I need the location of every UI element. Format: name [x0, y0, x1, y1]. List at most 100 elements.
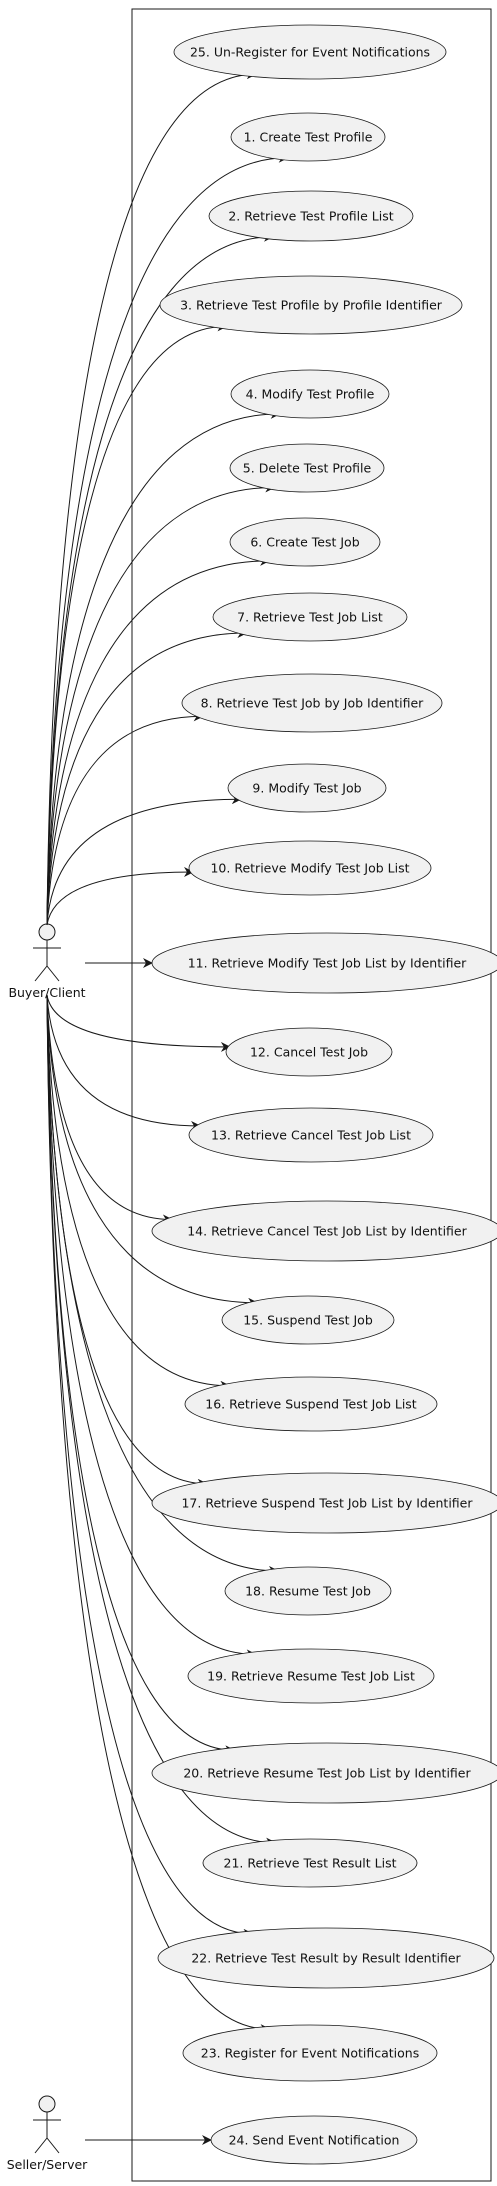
association-arrow-uc20 [46, 994, 236, 1756]
use-case-uc5: 5. Delete Test Profile [229, 443, 385, 493]
use-case-uc7: 7. Retrieve Test Job List [212, 592, 408, 642]
use-case-label: 4. Modify Test Profile [246, 387, 375, 402]
use-case-label: 3. Retrieve Test Profile by Profile Iden… [180, 298, 443, 313]
use-case-ellipse [151, 932, 497, 994]
use-case-uc13: 13. Retrieve Cancel Test Job List [188, 1107, 434, 1163]
use-case-label: 18. Resume Test Job [245, 1584, 371, 1599]
use-case-uc9: 9. Modify Test Job [227, 763, 387, 813]
use-case-ellipse [181, 673, 443, 733]
use-case-label: 17. Retrieve Suspend Test Job List by Id… [181, 1496, 473, 1511]
stick-figure-icon [33, 923, 61, 982]
use-cases: 25. Un-Register for Event Notifications 1… [151, 24, 497, 2165]
use-case-label: 15. Suspend Test Job [243, 1313, 373, 1328]
use-case-ellipse [184, 1376, 438, 1432]
use-case-ellipse [229, 443, 385, 493]
use-case-label: 7. Retrieve Test Job List [237, 610, 383, 625]
association-arrow-uc13 [46, 994, 202, 1131]
use-case-uc4: 4. Modify Test Profile [230, 369, 390, 419]
use-case-ellipse [212, 592, 408, 642]
use-case-uc22: 22. Retrieve Test Result by Result Ident… [157, 1927, 495, 1989]
use-case-uc18: 18. Resume Test Job [224, 1566, 392, 1616]
actor-label: Seller/Server [7, 2157, 88, 2172]
use-case-ellipse [157, 1927, 495, 1989]
actor-label: Buyer/Client [8, 985, 85, 1000]
use-case-uc8: 8. Retrieve Test Job by Job Identifier [181, 673, 443, 733]
association-arrow-uc21 [46, 994, 277, 1848]
use-case-label: 8. Retrieve Test Job by Job Identifier [201, 696, 425, 711]
use-case-uc11: 11. Retrieve Modify Test Job List by Ide… [151, 932, 497, 994]
association-arrow-uc23 [46, 994, 271, 2035]
use-case-label: 14. Retrieve Cancel Test Job List by Ide… [187, 1224, 467, 1239]
association-arrow-uc2 [46, 231, 274, 926]
association-arrow-uc10 [46, 866, 194, 926]
use-case-uc1: 1. Create Test Profile [230, 112, 386, 162]
use-case-label: 21. Retrieve Test Result List [224, 1856, 397, 1871]
association-arrow-uc25 [46, 69, 257, 926]
association-arrow-uc7 [46, 628, 248, 926]
use-case-ellipse [159, 275, 463, 335]
use-case-ellipse [188, 1107, 434, 1163]
association-arrow-uc12 [46, 994, 231, 1052]
use-case-label: 6. Create Test Job [250, 535, 359, 550]
association-arrow-uc16 [46, 994, 231, 1391]
use-case-ellipse [188, 840, 432, 896]
use-case-label: 16. Retrieve Suspend Test Job List [205, 1397, 417, 1412]
use-case-uc16: 16. Retrieve Suspend Test Job List [184, 1376, 438, 1432]
use-case-label: 12. Cancel Test Job [250, 1045, 368, 1060]
use-case-label: 9. Modify Test Job [252, 781, 361, 796]
use-case-ellipse [151, 1472, 497, 1534]
use-case-uc3: 3. Retrieve Test Profile by Profile Iden… [159, 275, 463, 335]
use-case-label: 10. Retrieve Modify Test Job List [210, 861, 409, 876]
use-case-label: 1. Create Test Profile [244, 130, 373, 145]
use-case-ellipse [151, 1742, 497, 1804]
actor-seller: Seller/Server [7, 2095, 88, 2172]
association-arrow-uc18 [46, 994, 279, 1576]
use-case-uc20: 20. Retrieve Resume Test Job List by Ide… [151, 1742, 497, 1804]
use-case-label: 5. Delete Test Profile [243, 461, 372, 476]
use-case-ellipse [227, 763, 387, 813]
associations [46, 69, 289, 2145]
use-case-label: 2. Retrieve Test Profile List [228, 209, 393, 224]
use-case-uc24: 24. Send Event Notification [210, 2115, 418, 2165]
use-case-label: 13. Retrieve Cancel Test Job List [211, 1128, 411, 1143]
use-case-uc25: 25. Un-Register for Event Notifications [173, 24, 447, 80]
use-case-uc15: 15. Suspend Test Job [221, 1295, 395, 1345]
use-case-ellipse [230, 369, 390, 419]
use-case-ellipse [173, 24, 447, 80]
association-arrow-uc19 [46, 994, 257, 1660]
use-case-ellipse [210, 2115, 418, 2165]
association-arrow-uc22 [46, 994, 254, 1939]
use-case-ellipse [229, 517, 381, 567]
use-case-label: 22. Retrieve Test Result by Result Ident… [191, 1951, 461, 1966]
use-case-label: 20. Retrieve Resume Test Job List by Ide… [183, 1766, 471, 1781]
association-arrow-uc3 [46, 321, 228, 926]
association-arrow-uc8 [46, 711, 204, 926]
association-arrow-uc15 [46, 994, 259, 1308]
use-case-uc12: 12. Cancel Test Job [225, 1027, 393, 1077]
use-case-uc14: 14. Retrieve Cancel Test Job List by Ide… [151, 1200, 497, 1262]
association-arrow-uc1 [46, 152, 289, 926]
association-arrow-uc14 [46, 994, 173, 1225]
use-case-label: 25. Un-Register for Event Notifications [190, 45, 430, 60]
stick-figure-icon [33, 2095, 61, 2154]
use-case-ellipse [182, 2024, 438, 2082]
use-case-ellipse [230, 112, 386, 162]
association-arrow-uc5 [46, 482, 276, 926]
association-arrow-uc6 [46, 555, 271, 926]
use-case-uc10: 10. Retrieve Modify Test Job List [188, 840, 432, 896]
use-case-uc6: 6. Create Test Job [229, 517, 381, 567]
use-case-ellipse [187, 1648, 435, 1704]
use-case-uc17: 17. Retrieve Suspend Test Job List by Id… [151, 1472, 497, 1534]
use-case-ellipse [224, 1566, 392, 1616]
use-case-ellipse [208, 190, 414, 242]
use-case-uc19: 19. Retrieve Resume Test Job List [187, 1648, 435, 1704]
use-case-label: 19. Retrieve Resume Test Job List [207, 1669, 415, 1684]
association-arrow-uc4 [46, 408, 281, 926]
use-case-uc21: 21. Retrieve Test Result List [202, 1838, 418, 1888]
use-case-ellipse [225, 1027, 393, 1077]
use-case-uc23: 23. Register for Event Notifications [182, 2024, 438, 2082]
use-case-ellipse [151, 1200, 497, 1262]
association-arrow-uc9 [46, 794, 242, 926]
use-case-label: 11. Retrieve Modify Test Job List by Ide… [188, 956, 467, 971]
use-case-ellipse [221, 1295, 395, 1345]
